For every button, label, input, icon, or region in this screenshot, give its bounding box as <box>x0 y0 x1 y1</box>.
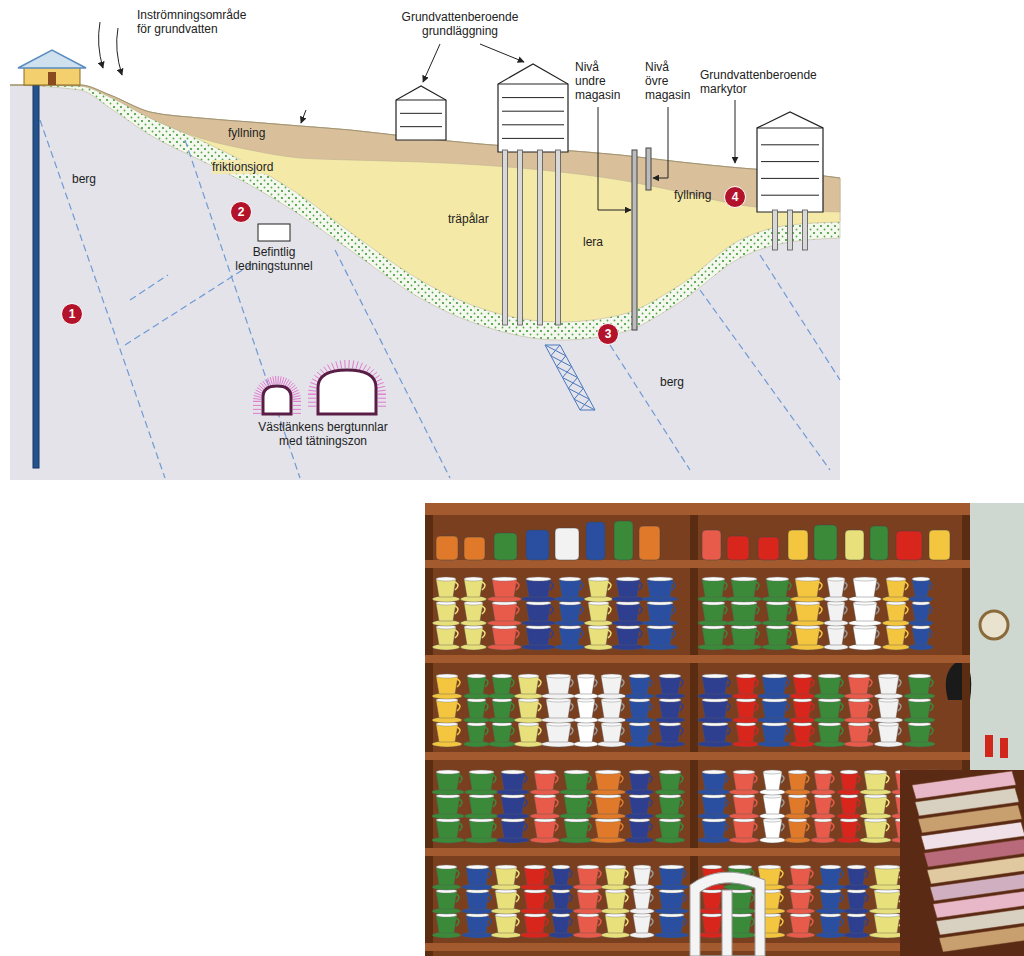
leader-arrow <box>735 100 736 163</box>
fill-layer <box>10 85 840 212</box>
timber-pile <box>538 150 543 325</box>
bedrock <box>10 85 840 480</box>
timber-pile <box>788 210 793 250</box>
tunnel-label: Västlänkens bergtunnlar med tätningszon <box>248 420 398 448</box>
layer-label: berg <box>660 375 700 389</box>
layer-label: lera <box>583 235 613 249</box>
house-icon <box>396 86 446 140</box>
timber-pile <box>503 150 508 325</box>
layer-label: friktionsjord <box>212 160 292 174</box>
leader-arrow <box>117 28 122 75</box>
leader-arrow <box>598 107 631 210</box>
layer-label: berg <box>72 172 112 186</box>
level-label: Nivå övre magasin <box>645 60 695 102</box>
layer-label: fyllning <box>228 126 288 140</box>
timber-pile <box>803 210 808 250</box>
fracture-zone <box>610 345 690 470</box>
callout-number: 2 <box>238 205 245 219</box>
callout-circle: 4 <box>724 186 746 208</box>
annotation-label: Grundvattenberoende markytor <box>700 68 830 96</box>
house-icon <box>757 112 823 212</box>
leader-arrow <box>423 44 440 82</box>
callout-circle: 3 <box>597 323 619 345</box>
observation-well <box>646 148 651 190</box>
cup-shelf-photo <box>425 503 1024 956</box>
rock-tunnel <box>308 360 386 414</box>
layer-label: fyllning <box>674 188 724 202</box>
leader-arrow <box>653 107 668 178</box>
observation-well <box>632 150 637 330</box>
utility-tunnel <box>258 224 290 241</box>
ground-surface <box>10 85 840 178</box>
fracture-zone <box>130 275 168 300</box>
callout-number: 1 <box>69 307 76 321</box>
fracture-zone <box>700 290 830 470</box>
leader-arrow <box>301 110 306 123</box>
rock-tunnel <box>253 376 301 414</box>
pile-label: träpålar <box>448 212 500 226</box>
callout-circle: 2 <box>230 201 252 223</box>
cross-section <box>10 22 840 480</box>
timber-pile <box>773 210 778 250</box>
clay-layer <box>10 85 840 322</box>
callout-circle: 1 <box>61 303 83 325</box>
timber-pile <box>518 150 523 325</box>
friction-soil-layer <box>10 85 840 340</box>
fracture-zone <box>40 120 165 478</box>
well-pipe <box>33 85 39 468</box>
timber-pile <box>556 150 561 325</box>
fracture-zone <box>760 255 840 380</box>
annotation-label: Inströmningsområde för grundvatten <box>137 8 262 36</box>
callout-number: 3 <box>605 327 612 341</box>
annotation-label: Grundvattenberoende grundläggning <box>395 10 525 38</box>
fracture-zone <box>125 262 255 345</box>
house-icon <box>18 50 86 85</box>
tunnel-label: Befintlig ledningstunnel <box>228 245 320 273</box>
leader-arrow <box>480 44 524 62</box>
house-icon <box>498 64 568 152</box>
leader-arrow <box>99 22 103 68</box>
level-label: Nivå undre magasin <box>575 60 625 102</box>
callout-number: 4 <box>732 190 739 204</box>
hatched-zone <box>545 345 595 410</box>
